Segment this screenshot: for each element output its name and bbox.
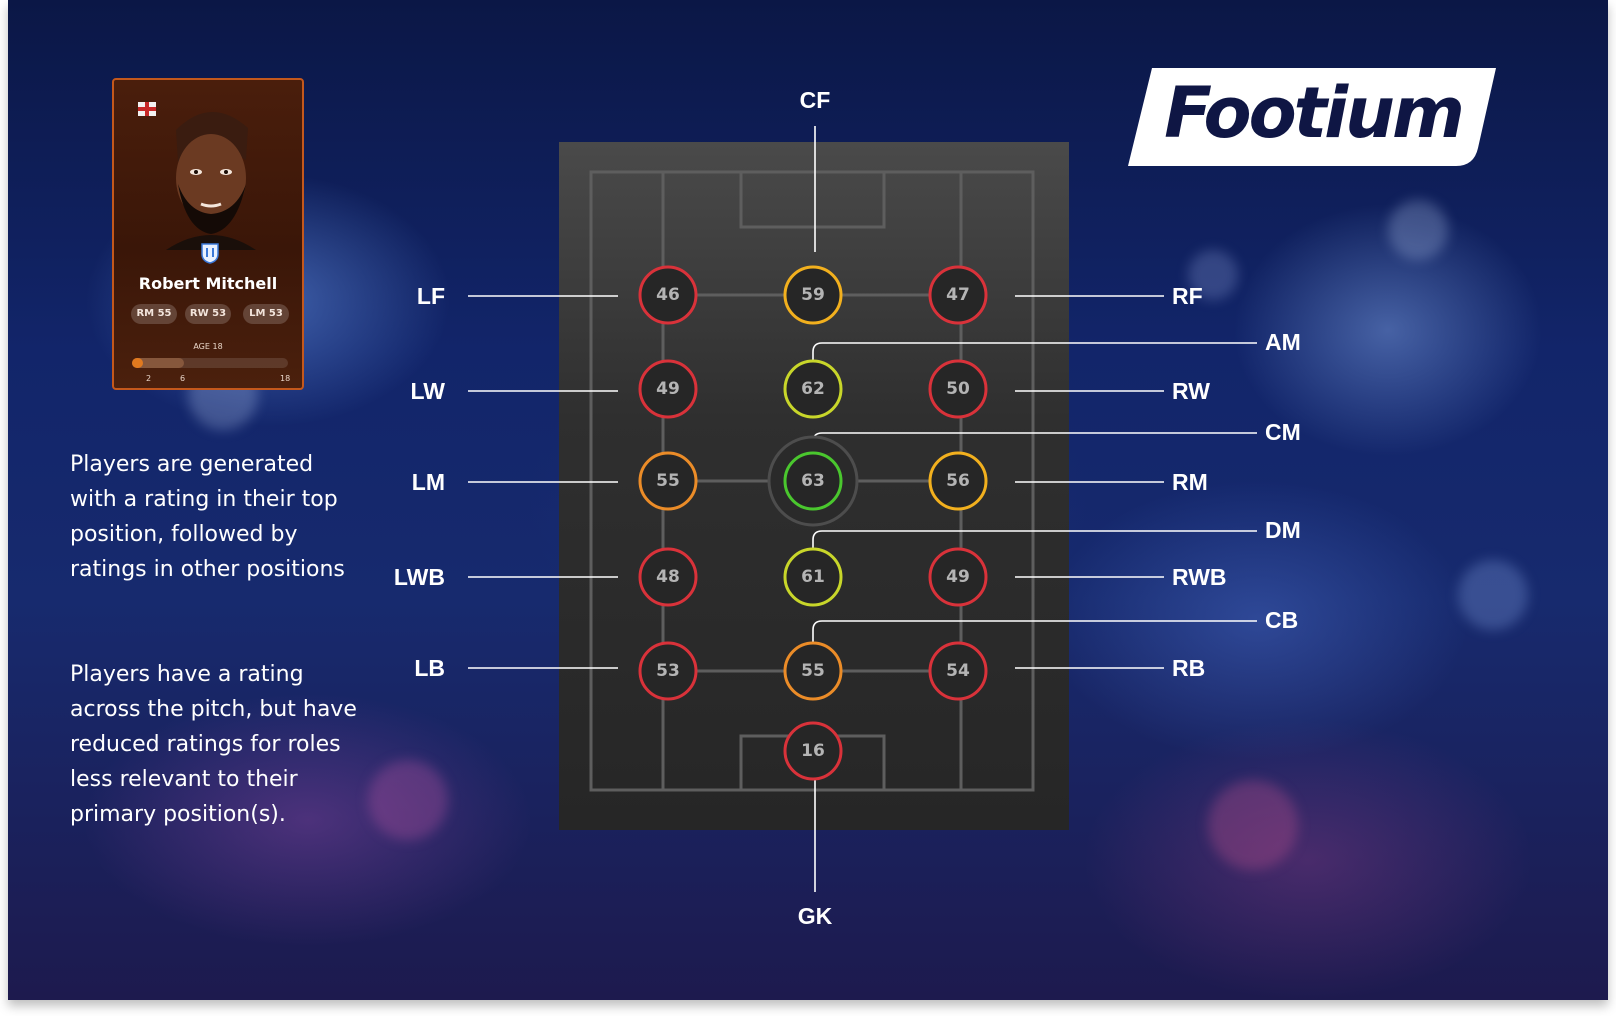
rating-circle-rwb: [928, 547, 988, 607]
position-label-rw: RW: [1172, 378, 1210, 404]
position-label-rm: RM: [1172, 469, 1208, 495]
position-chip: RM 55: [131, 304, 177, 324]
footium-logo: [1128, 68, 1496, 166]
rating-circle-cb: [783, 641, 843, 701]
age-progress-fill: [132, 358, 143, 368]
position-labels: LF CF RF LW AM RW LM CM RM LWB DM RWB LB CB RB GK: [394, 87, 1301, 929]
connector-line-cm: [812, 432, 1257, 465]
position-label-rf: RF: [1172, 283, 1203, 309]
position-label-cf: CF: [800, 87, 831, 113]
rating-value-rf: 47: [946, 285, 970, 305]
bokeh-light: [1388, 200, 1448, 260]
rating-circle-cf: [783, 265, 843, 325]
rating-circle-rm: [928, 451, 988, 511]
rating-circle-lm: [638, 451, 698, 511]
description-paragraph-2: Players have a rating across the pitch, …: [70, 662, 357, 827]
rating-value-cm: 63: [801, 471, 825, 491]
position-label-am: AM: [1265, 329, 1301, 355]
position-label-cb: CB: [1265, 607, 1298, 633]
connector-lines: [468, 126, 1257, 892]
age-tick: 6: [180, 374, 186, 383]
position-chip: RW 53: [185, 304, 231, 324]
connector-line-dm: [812, 530, 1257, 560]
bokeh-light: [1458, 560, 1528, 630]
age-label: AGE 18: [193, 342, 223, 351]
footium-logo-text: Footium: [1164, 72, 1465, 154]
rating-value-am: 62: [801, 379, 825, 399]
position-label-lm: LM: [412, 469, 445, 495]
connector-line-am: [812, 342, 1257, 362]
position-label-lw: LW: [411, 378, 446, 404]
position-label-rwb: RWB: [1172, 564, 1227, 590]
rating-value-gk: 16: [801, 741, 825, 761]
age-progress-bar: [132, 358, 288, 368]
rating-value-cf: 59: [801, 285, 825, 305]
rating-circle-rw: [928, 359, 988, 419]
player-avatar: [166, 111, 256, 250]
infographic-frame: Robert Mitchell RM 55 RW 53 LM 53 AGE 18…: [8, 0, 1608, 1000]
rating-value-rwb: 49: [946, 567, 970, 587]
rating-value-cb: 55: [801, 661, 825, 681]
position-label-lwb: LWB: [394, 564, 445, 590]
bokeh-light: [1188, 250, 1238, 300]
rating-circle-cm: [783, 451, 843, 511]
age-progress-track: [132, 358, 184, 368]
rating-value-dm: 61: [801, 567, 825, 587]
rating-circle-lb: [638, 641, 698, 701]
connector-line-cb: [812, 620, 1257, 654]
bokeh-light: [368, 760, 448, 840]
position-label-lf: LF: [417, 283, 445, 309]
rating-circle-gk: [783, 721, 843, 781]
position-label-cm: CM: [1265, 419, 1301, 445]
player-card: Robert Mitchell RM 55 RW 53 LM 53 AGE 18…: [112, 78, 304, 390]
england-flag-icon: [138, 102, 156, 116]
rating-value-rm: 56: [946, 471, 970, 491]
rating-circle-lw: [638, 359, 698, 419]
description-paragraph-1: Players are generated with a rating in t…: [70, 452, 345, 582]
rating-value-lf: 46: [656, 285, 680, 305]
rating-circle-dm: [783, 547, 843, 607]
position-chip: LM 53: [243, 304, 289, 324]
position-label-gk: GK: [798, 903, 833, 929]
bokeh-light: [1208, 780, 1298, 870]
rating-circle-am: [783, 359, 843, 419]
rating-value-lw: 49: [656, 379, 680, 399]
top-goal-box: [739, 170, 886, 229]
position-label-dm: DM: [1265, 517, 1301, 543]
rating-value-lm: 55: [656, 471, 680, 491]
rating-value-rb: 54: [946, 661, 970, 681]
position-circles: 46 59 47 49 62 50 55 63 56 48 61 49 53 55 54 16: [638, 265, 988, 781]
age-tick: 18: [280, 374, 291, 383]
rating-circle-lwb: [638, 547, 698, 607]
rating-value-rw: 50: [946, 379, 970, 399]
club-crest-icon: [201, 243, 219, 264]
position-label-rb: RB: [1172, 655, 1205, 681]
rating-circle-lf: [638, 265, 698, 325]
rating-circle-rb: [928, 641, 988, 701]
player-name: Robert Mitchell: [138, 274, 278, 293]
rating-value-lwb: 48: [656, 567, 680, 587]
rating-value-lb: 53: [656, 661, 680, 681]
position-label-lb: LB: [414, 655, 445, 681]
age-tick: 2: [146, 374, 152, 383]
rating-circle-rf: [928, 265, 988, 325]
